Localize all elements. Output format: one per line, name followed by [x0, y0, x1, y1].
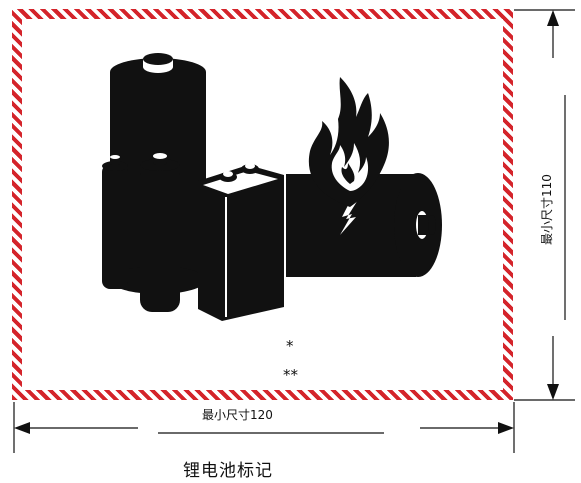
- arrow-up-icon: [547, 10, 559, 26]
- aa-battery-icon: [140, 153, 180, 312]
- arrow-down-icon: [547, 384, 559, 400]
- marker-double-asterisk: **: [283, 366, 298, 384]
- arrow-left-icon: [14, 422, 30, 434]
- marker-single-asterisk: *: [286, 337, 294, 355]
- 9v-battery-icon: [198, 163, 284, 321]
- flame-icon: [308, 77, 389, 207]
- aaa-battery-icon: [102, 155, 128, 289]
- battery-fire-pictogram: [102, 53, 442, 321]
- arrow-right-icon: [498, 422, 514, 434]
- figure-caption: 锂电池标记: [183, 461, 273, 481]
- label-background: * **: [22, 19, 503, 390]
- lithium-battery-label: * **: [12, 9, 513, 400]
- height-dimension-label: 最小尺寸110: [540, 174, 554, 245]
- width-dimension-label: 最小尺寸120: [202, 408, 273, 422]
